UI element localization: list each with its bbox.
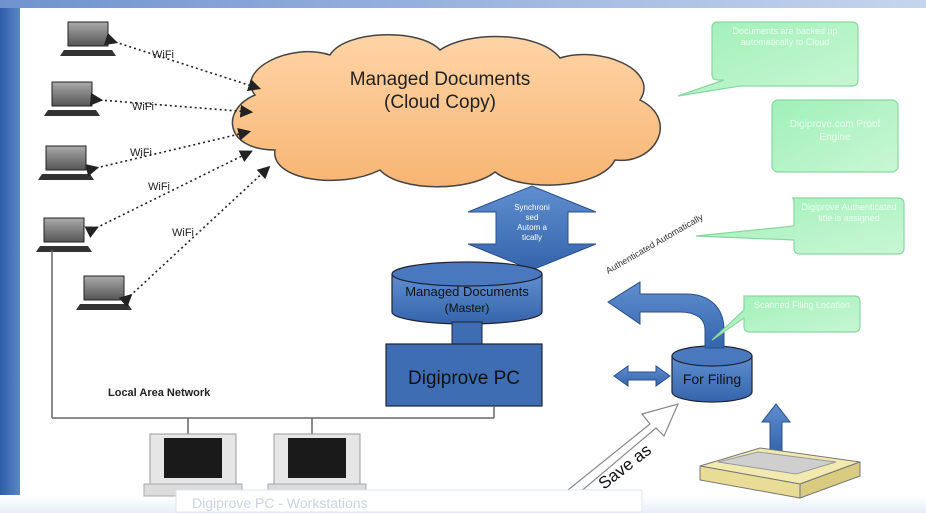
- cloud-label-line2: (Cloud Copy): [384, 92, 496, 113]
- wifi-label-5: WiFi: [172, 227, 194, 239]
- callout-proof-engine: Digiprove.com Proof Engine: [771, 99, 899, 173]
- bottom-fragment-text: Digiprove PC - Workstations: [192, 495, 368, 511]
- scanner-icon: [699, 447, 861, 499]
- callout-scanned: Scanned Filing Location: [711, 295, 861, 341]
- lan-lines: [51, 250, 495, 436]
- sync-text-1: Synchroni: [514, 203, 550, 212]
- db-master-line2: (Master): [445, 301, 490, 315]
- pc-filing-double-arrow: [613, 365, 671, 387]
- laptop-3-icon: [38, 145, 94, 180]
- laptop-1-icon: [60, 21, 116, 56]
- callout-backup: Documents are backed up automatically to…: [677, 21, 859, 97]
- desktop-1-icon: [143, 433, 243, 497]
- slide-frame-left: [0, 0, 20, 513]
- save-as-arrow: Save as: [557, 403, 680, 505]
- pc-label: Digiprove PC: [408, 368, 520, 389]
- callout-authenticated: Digiprove Authenticated title is assigne…: [695, 197, 905, 255]
- digiprove-pc-box: Digiprove PC: [385, 343, 543, 407]
- wifi-label-3: WiFi: [130, 147, 152, 159]
- callout-backup-text: Documents are backed up automatically to…: [732, 26, 838, 47]
- bottom-fragment: Digiprove PC - Workstations: [175, 489, 643, 513]
- laptop-4-icon: [36, 217, 92, 252]
- wifi-links: [84, 32, 271, 308]
- for-filing-database-icon: For Filing: [671, 345, 753, 403]
- laptop-2-icon: [44, 81, 100, 116]
- master-database-icon: Managed Documents (Master): [391, 261, 543, 325]
- wifi-label-2: WiFi: [132, 101, 154, 113]
- slide-frame-top: [0, 0, 926, 8]
- sync-text-2: sed: [526, 213, 539, 222]
- sync-text-3: Autom a: [517, 223, 547, 232]
- auth-label: Authenticated Automatically: [604, 212, 705, 276]
- wifi-label-4: WiFi: [148, 181, 170, 193]
- lan-label: Local Area Network: [108, 387, 211, 399]
- db-pc-connector: [451, 321, 483, 345]
- cloud-label-line1: Managed Documents: [350, 69, 531, 90]
- for-filing-label: For Filing: [683, 371, 741, 387]
- laptop-5-icon: [76, 275, 132, 310]
- filing-to-master-arrow: [607, 281, 725, 349]
- cloud-copy: Managed Documents (Cloud Copy): [231, 34, 661, 188]
- sync-double-arrow: Synchroni sed Autom a tically: [467, 185, 597, 271]
- sync-text-4: tically: [522, 233, 542, 242]
- callout-authenticated-text: Digiprove Authenticated title is assigne…: [801, 202, 897, 223]
- callout-proof-engine-text: Digiprove.com Proof Engine: [789, 119, 881, 143]
- wifi-label-1: WiFi: [152, 49, 174, 61]
- desktop-2-icon: [267, 433, 367, 497]
- callout-scanned-text: Scanned Filing Location: [753, 300, 851, 310]
- db-master-line1: Managed Documents: [405, 284, 529, 299]
- scanner-up-arrow: [760, 403, 792, 453]
